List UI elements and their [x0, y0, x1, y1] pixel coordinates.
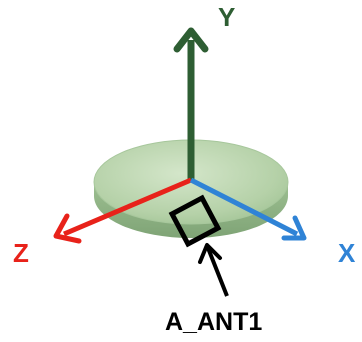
y-axis-arrowhead [173, 27, 209, 53]
antenna-marker [168, 194, 222, 248]
callout-arrow-line [206, 247, 229, 297]
z-axis-label: Z [13, 238, 29, 268]
y-axis [173, 27, 209, 180]
x-axis-label: X [338, 238, 356, 268]
callout-arrowhead [198, 243, 222, 264]
x-axis-line [189, 177, 299, 237]
y-axis-label: Y [218, 2, 235, 32]
z-axis-line [63, 177, 192, 237]
z-axis [53, 177, 192, 244]
callout-arrow [198, 243, 229, 297]
component-label: A_ANT1 [165, 308, 262, 336]
x-axis [189, 177, 307, 241]
x-axis-arrowhead [281, 215, 307, 241]
disc-side [94, 182, 288, 238]
z-axis-arrowhead [53, 213, 82, 244]
